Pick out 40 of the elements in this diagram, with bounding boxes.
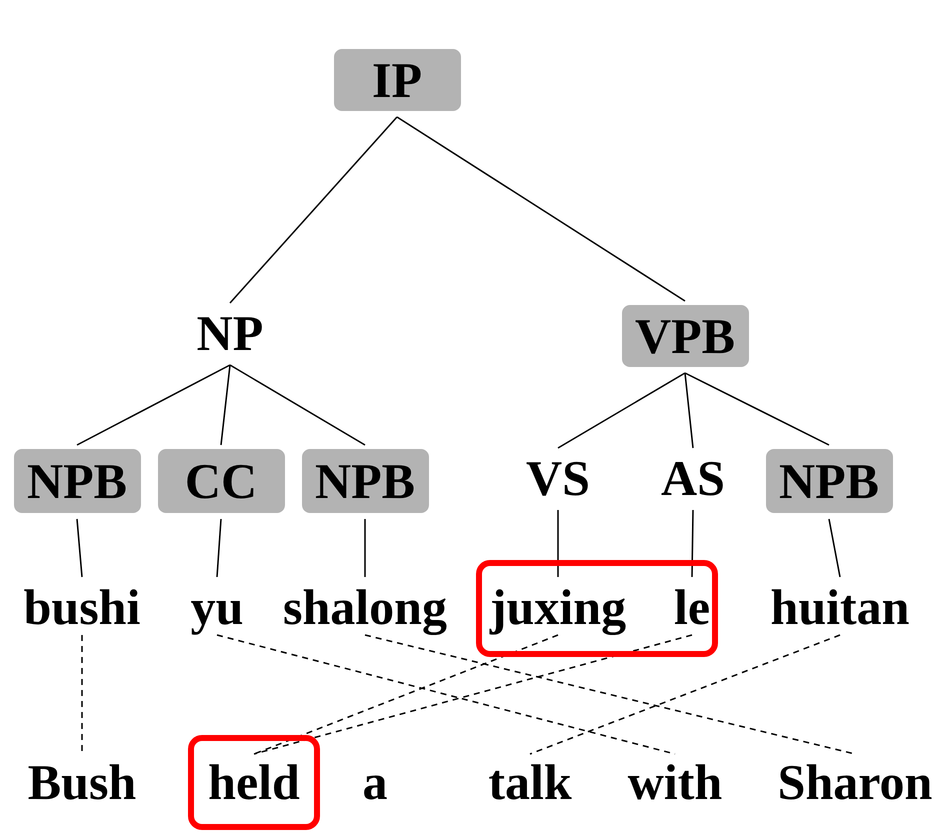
tree-label: a [355, 756, 395, 808]
category-label: CC [158, 449, 284, 513]
category-label: NPB [302, 449, 428, 513]
tree-branch [684, 372, 830, 446]
tree-label: VS [518, 452, 598, 504]
alignment-line [81, 635, 83, 754]
tree-label: talk [482, 756, 578, 808]
alignment-line [530, 634, 840, 755]
alignment-line [254, 634, 558, 755]
tree-label: NP [185, 307, 275, 359]
tree-label: huitan [762, 581, 918, 633]
tree-label: juxing [483, 581, 633, 633]
tree-label: Sharon [775, 756, 935, 808]
category-label: IP [334, 49, 460, 111]
tree-branch [76, 364, 230, 446]
tree-label: bushi [17, 581, 147, 633]
tree-branch [230, 364, 366, 446]
highlight-box [476, 560, 718, 656]
tree-label: yu [182, 581, 252, 633]
category-label: NPB [14, 449, 140, 513]
tree-branch [557, 510, 559, 577]
category-label: NPB [766, 449, 892, 513]
tree-label: Bush [20, 756, 144, 808]
tree-branch [691, 510, 694, 578]
tree-branch [364, 519, 366, 577]
tree-label: AS [653, 452, 733, 504]
category-label: VPB [622, 305, 748, 367]
tree-branch [229, 116, 398, 304]
tree-branch [396, 116, 686, 302]
tree-branch [216, 518, 222, 578]
tree-label: with [620, 756, 730, 808]
tree-label: held [202, 756, 306, 808]
tree-branch [220, 364, 231, 446]
highlight-box [188, 734, 320, 830]
tree-branch [684, 372, 694, 448]
tree-label: shalong [271, 581, 459, 633]
tree-branch [558, 372, 686, 449]
tree-branch [76, 518, 83, 578]
tree-label: le [670, 581, 714, 633]
tree-branch [828, 518, 841, 578]
